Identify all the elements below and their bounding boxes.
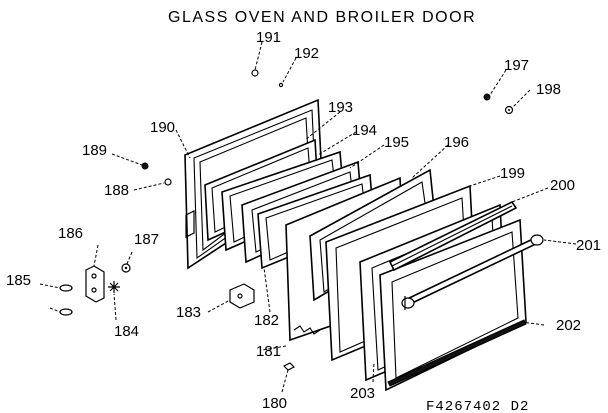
part-187-screw	[121, 263, 131, 273]
label-202: 202	[556, 317, 581, 334]
label-197: 197	[504, 57, 529, 74]
label-187: 187	[134, 231, 159, 248]
part-200-trim-strip	[388, 200, 518, 272]
part-189-screw	[141, 162, 149, 170]
label-185: 185	[6, 272, 31, 289]
label-200: 200	[550, 177, 575, 194]
label-183: 183	[176, 304, 201, 321]
label-188: 188	[104, 182, 129, 199]
drawing-code: F4267402 D2	[426, 399, 529, 413]
part-185-screws	[59, 284, 73, 316]
label-194: 194	[352, 122, 377, 139]
part-198-washer	[504, 105, 514, 115]
label-191: 191	[256, 29, 281, 46]
part-184-clip	[108, 281, 120, 293]
part-201-door-handle	[401, 234, 544, 310]
part-180-screw	[282, 362, 296, 371]
part-192-screw	[278, 82, 284, 88]
part-labels: 191 192 197 198 193 190 194 195 196 189 …	[6, 29, 601, 412]
part-183-bracket	[229, 283, 255, 309]
label-198: 198	[536, 81, 561, 98]
label-195: 195	[384, 134, 409, 151]
part-197-screw	[483, 93, 491, 101]
part-188-screw	[164, 178, 172, 186]
part-186-hinge	[85, 265, 105, 303]
label-192: 192	[294, 45, 319, 62]
part-191-screw	[251, 69, 259, 77]
label-182: 182	[254, 312, 279, 329]
label-189: 189	[82, 142, 107, 159]
label-203: 203	[350, 385, 375, 402]
label-186: 186	[58, 225, 83, 242]
label-196: 196	[444, 134, 469, 151]
label-201: 201	[576, 237, 601, 254]
label-181: 181	[256, 343, 281, 360]
label-190: 190	[150, 119, 175, 136]
label-193: 193	[328, 99, 353, 116]
diagram-title: GLASS OVEN AND BROILER DOOR	[168, 9, 476, 26]
leader-lines	[39, 41, 577, 393]
label-199: 199	[500, 165, 525, 182]
label-184: 184	[114, 323, 139, 340]
label-180: 180	[262, 395, 287, 412]
